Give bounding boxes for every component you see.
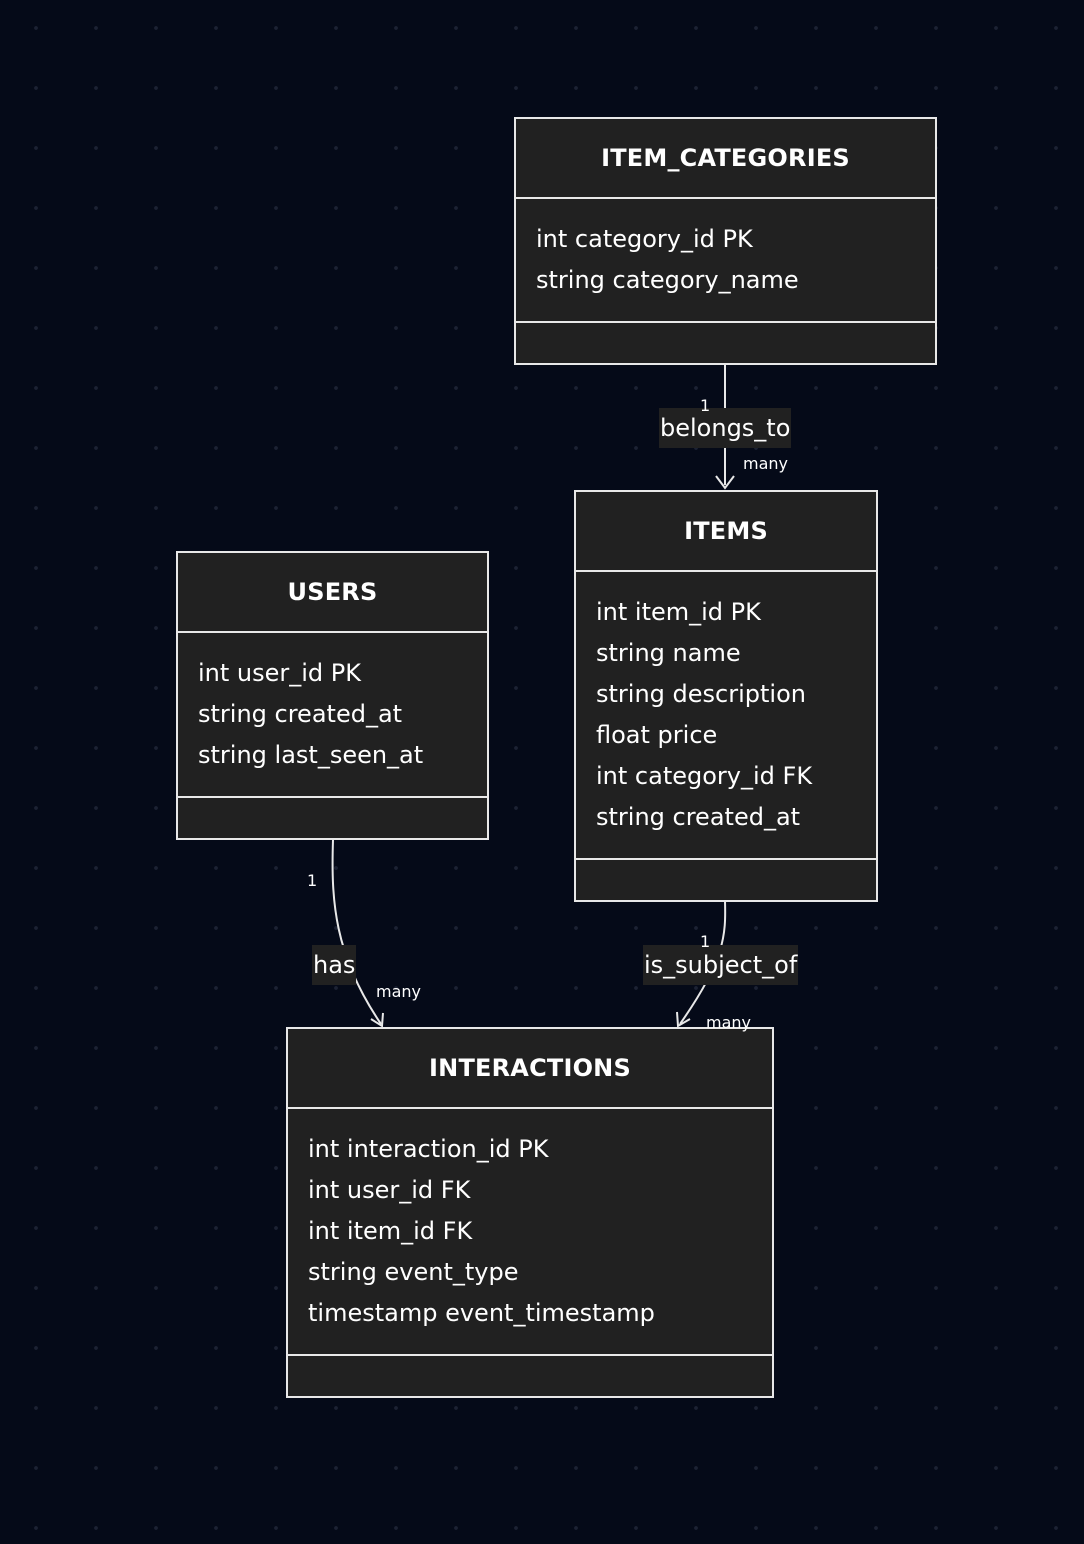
entity-interactions[interactable]: INTERACTIONS int interaction_id PK int u… [286,1027,774,1398]
relationship-label-is-subject-of: is_subject_of [643,945,799,985]
attribute-row: int category_id PK [536,225,753,253]
edge-has [331,839,382,1025]
attribute-row: int user_id FK [308,1176,471,1204]
cardinality-one-is-subject-of: 1 [700,932,711,951]
entity-attributes: int category_id PK string category_name [516,199,935,323]
entity-methods-section [576,860,876,900]
entity-attributes: int interaction_id PK int user_id FK int… [288,1109,772,1356]
attribute-row: string name [596,639,741,667]
attribute-row: string category_name [536,266,799,294]
entity-attributes: int user_id PK string created_at string … [178,633,487,798]
attribute-row: string event_type [308,1258,519,1286]
entity-methods-section [288,1356,772,1396]
attribute-row: timestamp event_timestamp [308,1299,655,1327]
attribute-row: int item_id FK [308,1217,473,1245]
entity-title: INTERACTIONS [288,1029,772,1109]
arrow-belongs-to [715,475,735,490]
relationship-label-has: has [312,945,357,985]
attribute-row: string last_seen_at [198,741,424,769]
entity-title: ITEMS [576,492,876,572]
attribute-row: int category_id FK [596,762,813,790]
entity-item-categories[interactable]: ITEM_CATEGORIES int category_id PK strin… [514,117,937,365]
attribute-row: float price [596,721,718,749]
attribute-row: int item_id PK [596,598,761,626]
entity-title: USERS [178,553,487,633]
cardinality-many-belongs-to: many [743,454,788,473]
cardinality-many-is-subject-of: many [706,1013,751,1032]
attribute-row: string created_at [596,803,801,831]
entity-items[interactable]: ITEMS int item_id PK string name string … [574,490,878,902]
relationship-label-belongs-to: belongs_to [659,408,792,448]
attribute-row: int interaction_id PK [308,1135,549,1163]
arrow-has [370,1012,384,1028]
entity-users[interactable]: USERS int user_id PK string created_at s… [176,551,489,840]
entity-methods-section [178,798,487,838]
cardinality-one-has: 1 [307,871,318,890]
entity-attributes: int item_id PK string name string descri… [576,572,876,860]
attribute-row: string description [596,680,806,708]
cardinality-many-has: many [376,982,421,1001]
attribute-row: string created_at [198,700,403,728]
arrow-is-subject-of [676,1011,691,1028]
cardinality-one-belongs-to: 1 [700,396,711,415]
entity-title: ITEM_CATEGORIES [516,119,935,199]
attribute-row: int user_id PK [198,659,362,687]
entity-methods-section [516,323,935,363]
